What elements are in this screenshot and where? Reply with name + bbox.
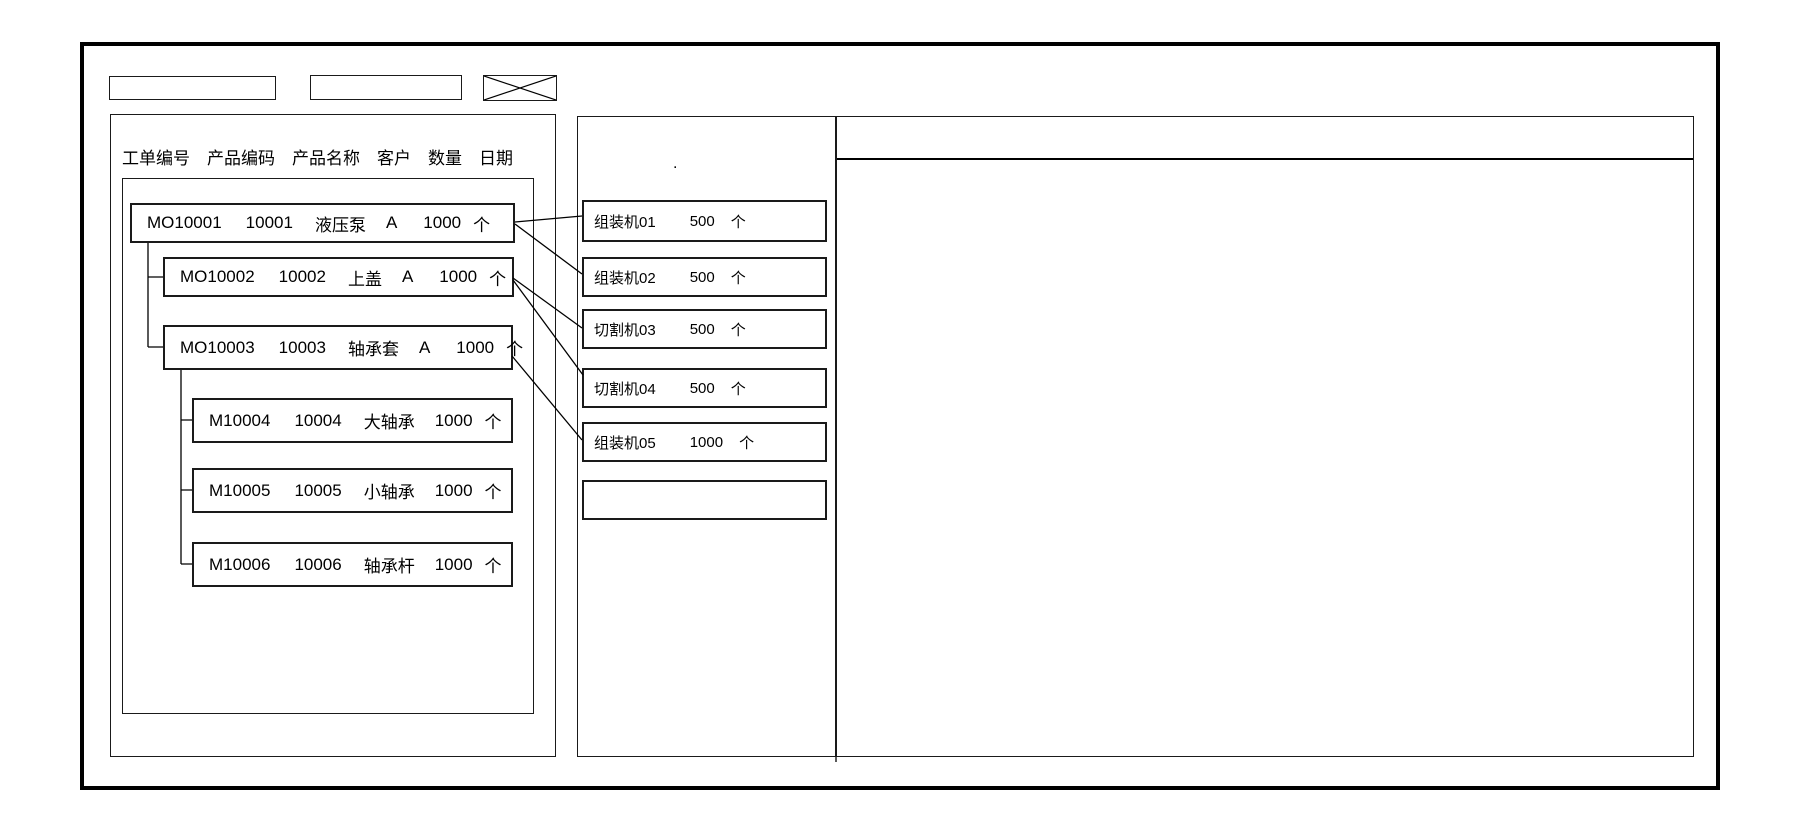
col-date: 日期 — [479, 148, 513, 168]
order-no: M10004 — [209, 410, 271, 430]
col-product-name: 产品名称 — [292, 148, 360, 168]
quantity: 1000 — [434, 410, 473, 430]
detail-header-divider — [837, 158, 1693, 160]
product-name: 小轴承 — [363, 483, 415, 502]
unit: 个 — [506, 340, 524, 359]
customer: A — [401, 267, 414, 286]
tree-node-m10005[interactable]: M10005 10005 小轴承 1000 个 — [192, 468, 513, 513]
unit: 个 — [484, 483, 502, 502]
order-no: MO10003 — [180, 337, 255, 357]
machine-qty: 500 — [689, 379, 715, 397]
machine-box-01[interactable]: 组装机01 500 个 — [582, 200, 827, 242]
machine-unit: 个 — [730, 380, 746, 398]
product-code: 10003 — [278, 337, 326, 357]
machine-unit: 个 — [730, 269, 746, 287]
order-no: M10006 — [209, 554, 271, 574]
close-box[interactable] — [483, 75, 557, 101]
window-frame — [80, 42, 1720, 790]
machine-qty: 500 — [689, 268, 715, 286]
product-name: 液压泵 — [314, 215, 366, 235]
machine-box-03[interactable]: 切割机03 500 个 — [582, 309, 827, 349]
product-name: 大轴承 — [363, 413, 415, 432]
product-code: 10002 — [278, 267, 326, 286]
quantity: 1000 — [434, 554, 473, 574]
orders-column-header: 工单编号 产品编码 产品名称 客户 数量 日期 — [122, 145, 513, 168]
product-code: 10001 — [245, 213, 293, 232]
tree-node-mo10001[interactable]: MO10001 10001 液压泵 A 1000 个 — [130, 203, 515, 243]
machine-box-05[interactable]: 组装机05 1000 个 — [582, 422, 827, 462]
close-x-icon — [483, 75, 557, 101]
machine-name: 组装机02 — [594, 269, 656, 287]
product-code: 10005 — [294, 480, 342, 500]
machine-unit: 个 — [730, 213, 746, 231]
machine-qty: 500 — [689, 320, 715, 338]
machine-box-04[interactable]: 切割机04 500 个 — [582, 368, 827, 408]
col-customer: 客户 — [377, 148, 411, 168]
tree-node-mo10002[interactable]: MO10002 10002 上盖 A 1000 个 — [163, 257, 514, 297]
product-name: 上盖 — [347, 269, 382, 289]
quantity: 1000 — [456, 337, 495, 357]
quantity: 1000 — [439, 267, 478, 286]
tree-node-m10004[interactable]: M10004 10004 大轴承 1000 个 — [192, 398, 513, 443]
machine-box-empty[interactable] — [582, 480, 827, 520]
unit: 个 — [484, 557, 502, 576]
product-code: 10006 — [294, 554, 342, 574]
machine-name: 切割机04 — [594, 380, 656, 398]
quantity: 1000 — [423, 213, 462, 232]
stray-dot: . — [673, 155, 678, 172]
machine-name: 切割机03 — [594, 321, 656, 339]
customer: A — [385, 213, 398, 232]
quantity: 1000 — [434, 480, 473, 500]
col-product-code: 产品编码 — [207, 148, 275, 168]
order-no: M10005 — [209, 480, 271, 500]
tree-node-mo10003[interactable]: MO10003 10003 轴承套 A 1000 个 — [163, 325, 523, 370]
col-order-no: 工单编号 — [122, 148, 190, 168]
toolbar-field-2[interactable] — [310, 75, 462, 100]
machine-qty: 1000 — [689, 433, 724, 451]
machine-name: 组装机05 — [594, 434, 656, 452]
tree-node-m10006[interactable]: M10006 10006 轴承杆 1000 个 — [192, 542, 513, 587]
machine-box-02[interactable]: 组装机02 500 个 — [582, 257, 827, 297]
detail-panel — [836, 116, 1694, 757]
order-no: MO10001 — [147, 213, 222, 232]
machine-unit: 个 — [739, 434, 755, 452]
toolbar-field-1[interactable] — [109, 76, 276, 100]
unit: 个 — [489, 269, 507, 289]
order-no: MO10002 — [180, 267, 255, 286]
product-name: 轴承杆 — [363, 557, 415, 576]
unit: 个 — [473, 215, 491, 235]
product-code: 10004 — [294, 410, 342, 430]
machine-qty: 500 — [689, 212, 715, 230]
product-name: 轴承套 — [347, 340, 399, 359]
customer: A — [418, 337, 431, 357]
machine-name: 组装机01 — [594, 213, 656, 231]
col-qty: 数量 — [428, 148, 462, 168]
unit: 个 — [484, 413, 502, 432]
machine-unit: 个 — [730, 321, 746, 339]
